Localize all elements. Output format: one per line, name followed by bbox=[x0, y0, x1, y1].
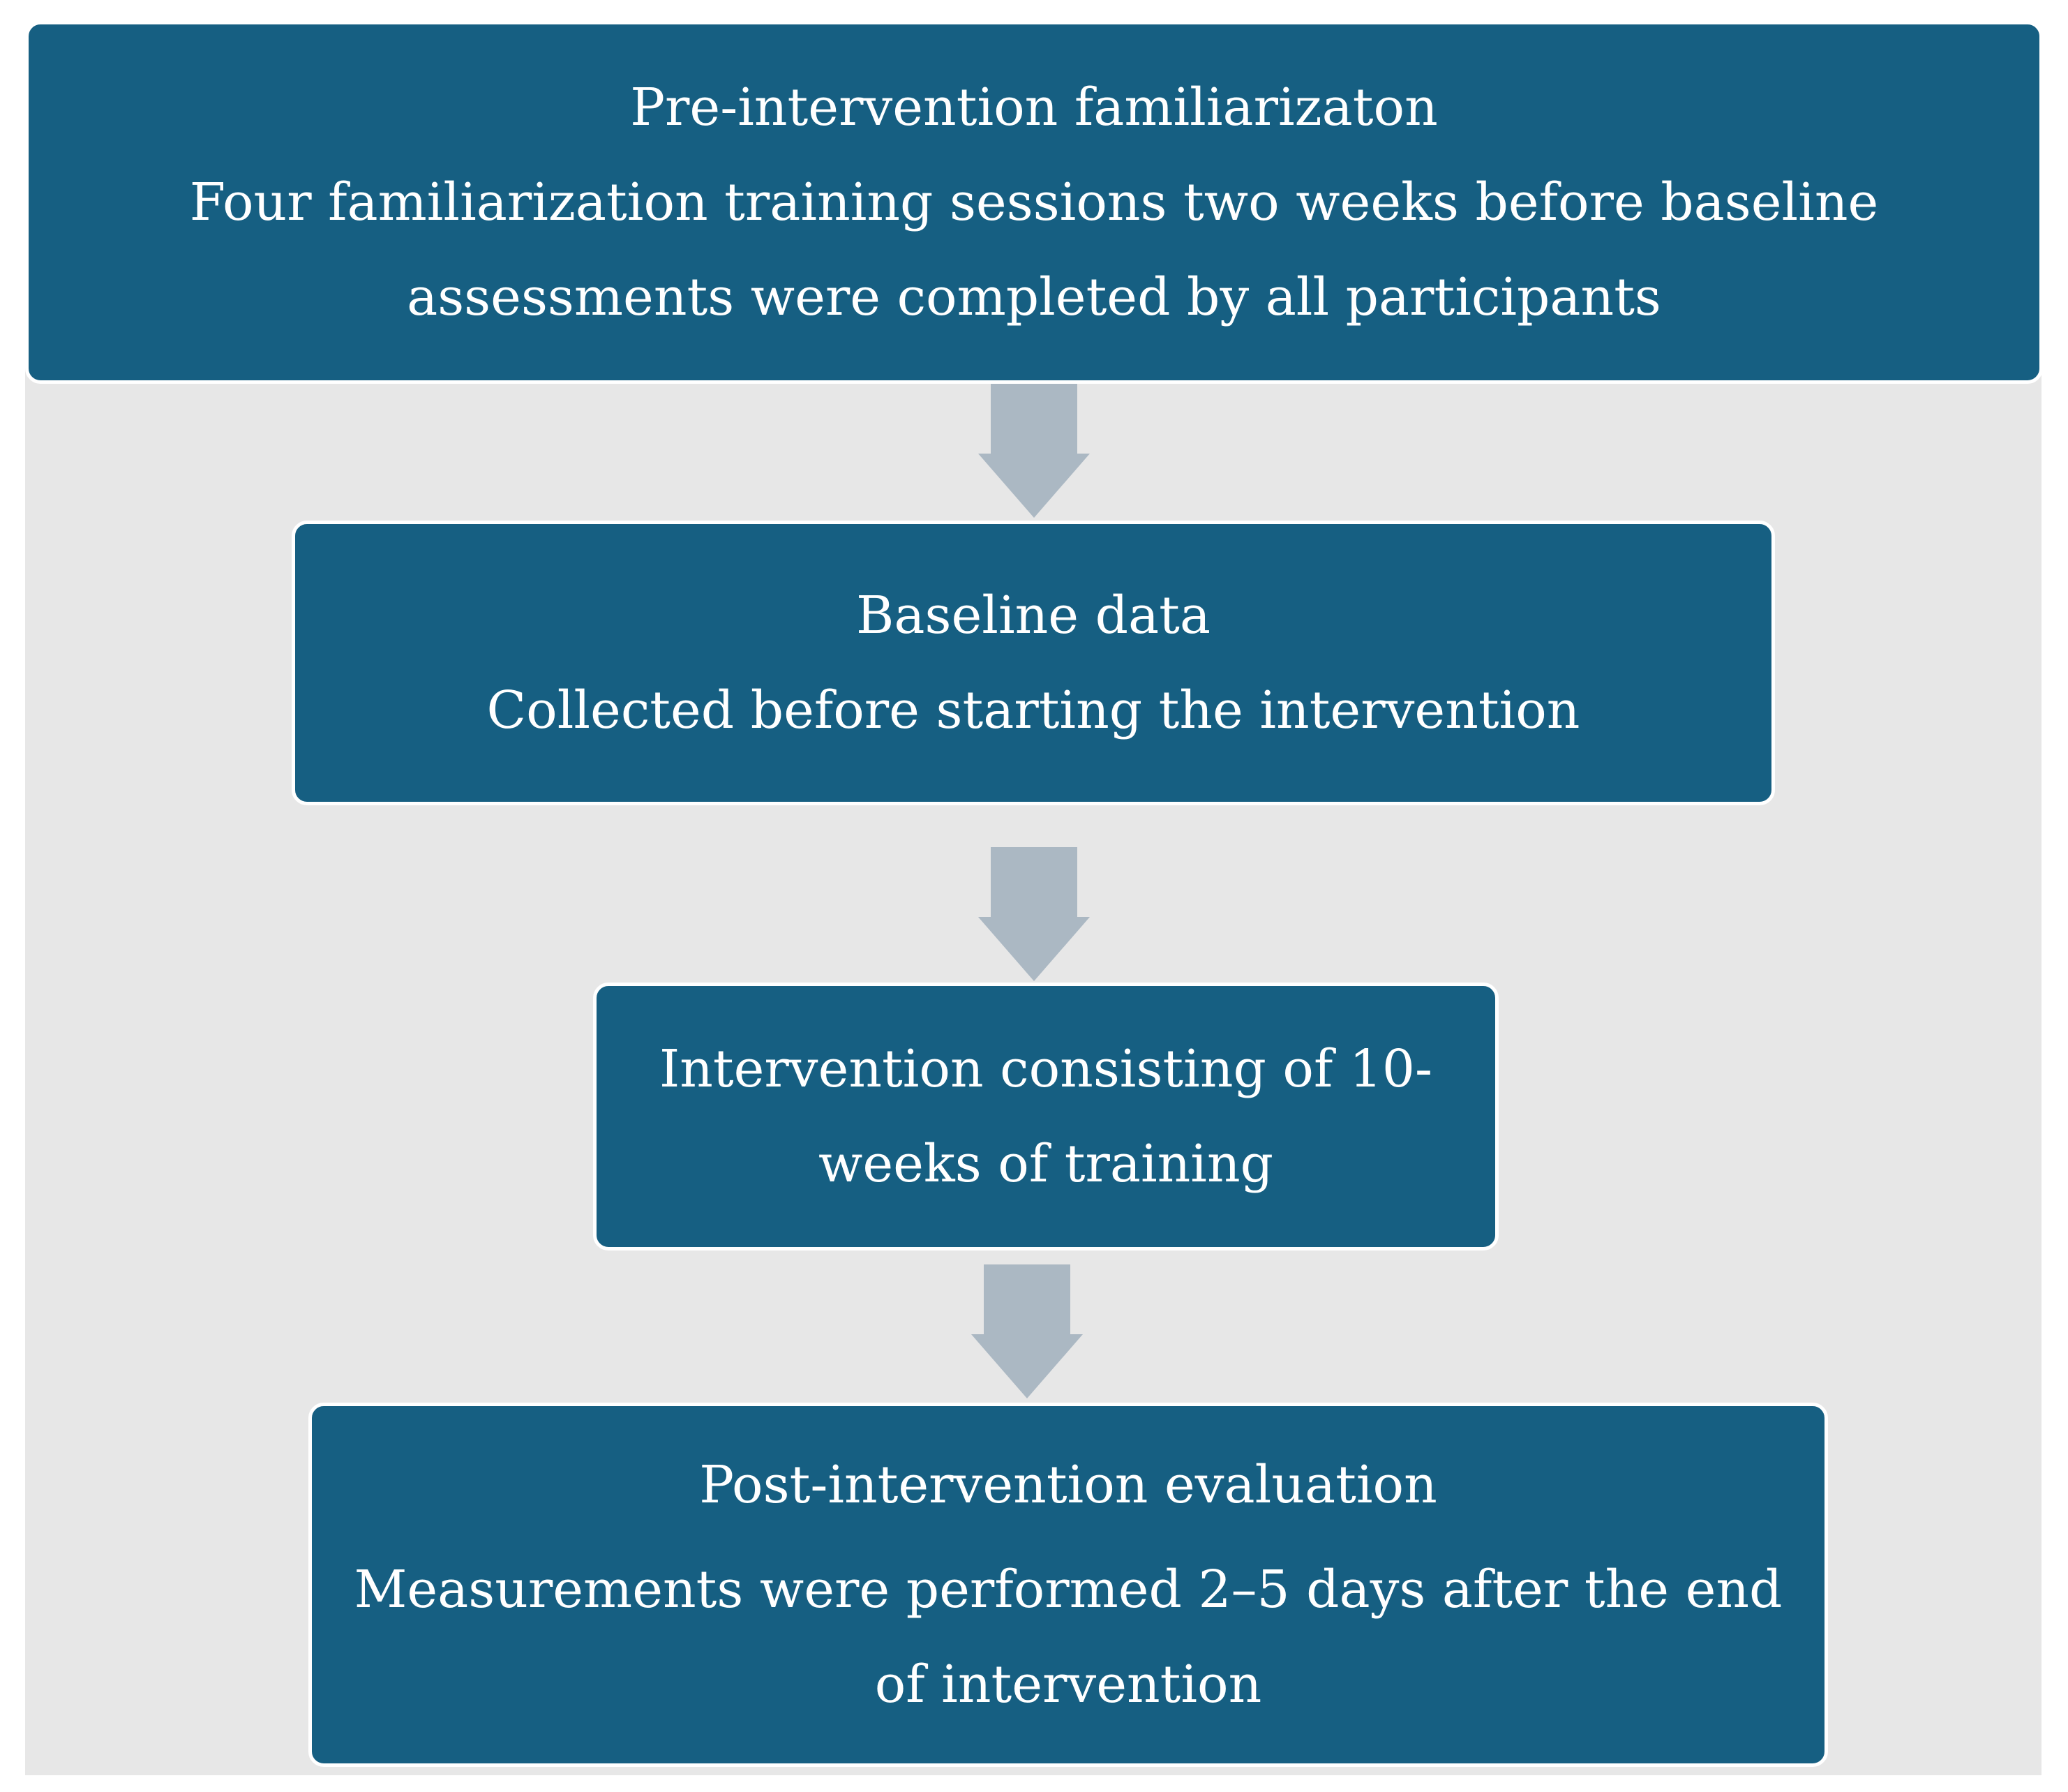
down-arrow-icon bbox=[978, 384, 1090, 518]
step-baseline-data: Baseline data Collected before starting … bbox=[292, 521, 1775, 805]
step-title: Post-intervention evaluation bbox=[699, 1455, 1437, 1515]
down-arrow-icon bbox=[971, 1264, 1083, 1398]
step-description-line: Four familiarization training sessions t… bbox=[189, 172, 1879, 232]
step-title: Baseline data bbox=[856, 585, 1211, 645]
step-description-line: of intervention bbox=[874, 1655, 1262, 1715]
step-description-line: assessments were completed by all partic… bbox=[407, 267, 1661, 327]
step-description-line: Measurements were performed 2–5 days aft… bbox=[354, 1560, 1783, 1620]
step-title: weeks of training bbox=[818, 1134, 1273, 1194]
step-title: Intervention consisting of 10- bbox=[659, 1039, 1433, 1099]
step-title: Pre-intervention familiarizaton bbox=[630, 77, 1438, 137]
step-intervention: Intervention consisting of 10- weeks of … bbox=[593, 983, 1499, 1250]
down-arrow-icon bbox=[978, 847, 1090, 981]
step-description-line: Collected before starting the interventi… bbox=[486, 680, 1580, 740]
step-pre-intervention-familiarization: Pre-intervention familiarizaton Four fam… bbox=[25, 21, 2043, 384]
step-post-intervention-evaluation: Post-intervention evaluation Measurement… bbox=[308, 1403, 1828, 1767]
